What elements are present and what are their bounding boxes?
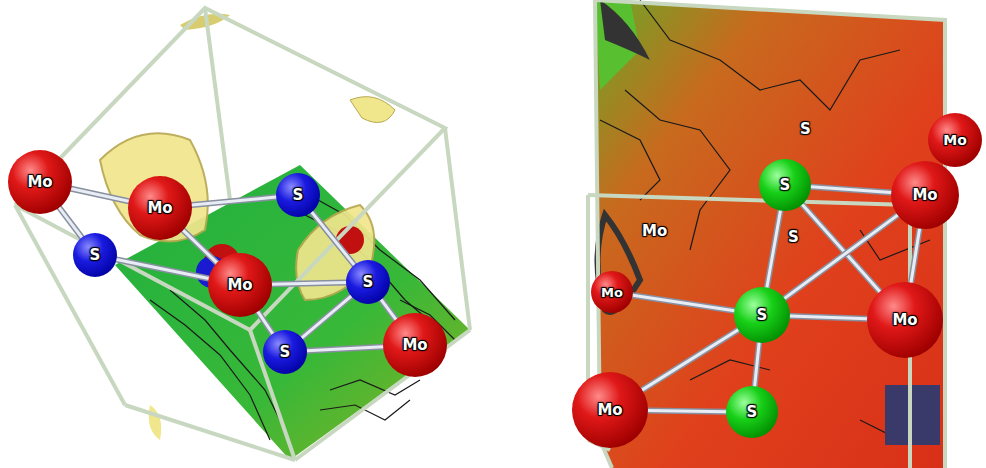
atom-label: Mo [402, 336, 427, 354]
atom-label: Mo [27, 173, 52, 191]
isosurface [100, 133, 208, 241]
bond-line [117, 259, 209, 278]
atom-label: S [280, 343, 291, 361]
atom-label: S [747, 403, 758, 421]
atom-sphere: S [346, 260, 390, 304]
bond-line [192, 197, 276, 205]
atom-sphere: S [276, 173, 320, 217]
atom-sphere: Mo [591, 271, 633, 313]
atom-sphere: S [263, 330, 307, 374]
atom-label: Mo [227, 276, 252, 294]
bond-line [302, 296, 351, 338]
atom-label: Mo [892, 311, 917, 329]
bond-line [258, 312, 273, 334]
contour-lines [600, 0, 650, 60]
bond-line [71, 189, 128, 201]
bond-line [183, 230, 217, 263]
atom-label: S [363, 273, 374, 291]
atom-sphere: Mo [383, 313, 447, 377]
atom-label: Mo [912, 186, 937, 204]
atom-label: Mo [943, 132, 967, 148]
contour-plane [115, 165, 470, 460]
bond-line [312, 212, 354, 265]
bond-line [642, 330, 738, 390]
atom-label: Mo [597, 401, 622, 419]
atom-sphere: Mo [891, 161, 959, 229]
atom-sphere: Mo [208, 253, 272, 317]
bond-line [785, 215, 898, 298]
atom-label: S [293, 186, 304, 204]
bond-line [59, 208, 82, 238]
atom-sphere: S [734, 287, 790, 343]
bond-line [811, 187, 891, 193]
atom-label: S [780, 176, 791, 194]
atom-sphere: Mo [572, 372, 648, 448]
atom-label: S [800, 120, 811, 138]
bond-line [272, 283, 346, 285]
bond-line [767, 211, 781, 288]
atom-label: S [90, 246, 101, 264]
contour-plane [595, 0, 945, 468]
bond-line [633, 295, 735, 311]
bond-line [381, 300, 396, 320]
bond-line [755, 343, 759, 386]
atom-label: Mo [147, 199, 172, 217]
atom-label: S [757, 306, 768, 324]
bond-line [648, 411, 726, 412]
atom-sphere: Mo [928, 113, 982, 167]
bond-line [790, 316, 867, 319]
atom-label: S [788, 228, 799, 246]
atom-sphere: S [759, 159, 811, 211]
atom-sphere: Mo [128, 176, 192, 240]
atom-sphere: S [73, 233, 117, 277]
contour-lines [600, 0, 940, 440]
atom-sphere: S [726, 386, 778, 438]
atom-sphere: Mo [867, 282, 943, 358]
contour-plane [885, 385, 940, 445]
bond-line [307, 347, 383, 351]
atom-sphere: Mo [8, 150, 72, 214]
atom-label: Mo [601, 285, 623, 300]
isosurface [149, 405, 162, 440]
atom-label: Mo [642, 222, 667, 240]
bond-line [911, 229, 920, 283]
unit-cell [15, 8, 470, 460]
